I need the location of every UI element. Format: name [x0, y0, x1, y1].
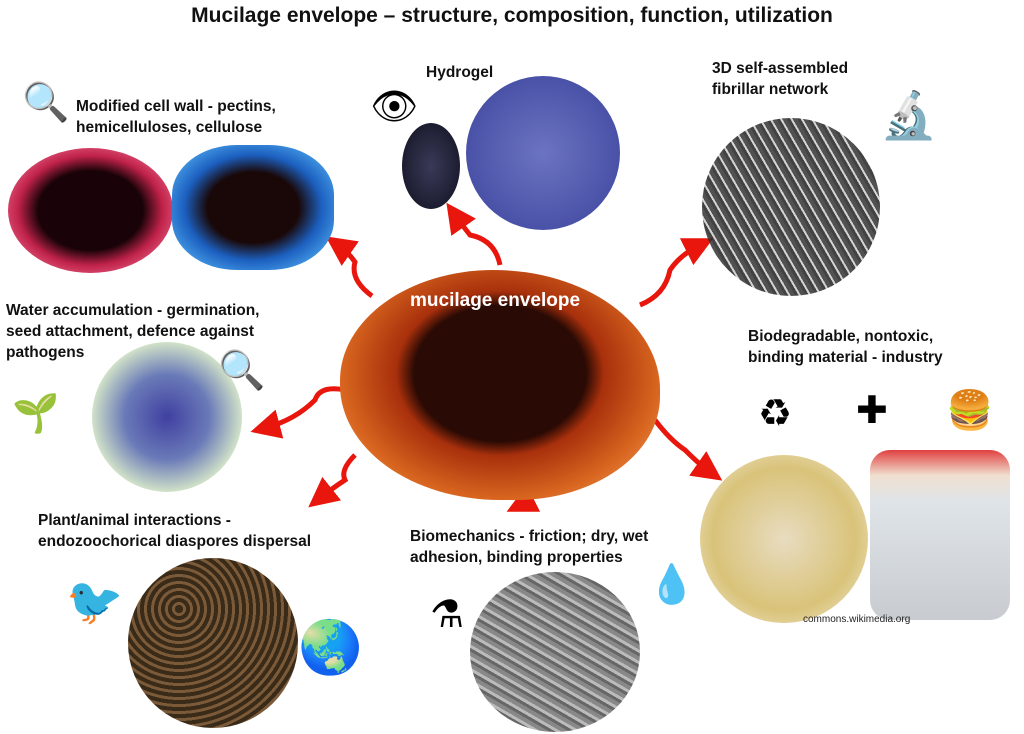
arrow-hydrogel	[446, 202, 503, 266]
pills-image	[700, 455, 868, 623]
label-hydrogel: Hydrogel	[426, 64, 494, 81]
seeds-image	[128, 558, 298, 728]
dropper-icon: 💧	[648, 564, 696, 606]
page-title: Mucilage envelope – structure, compositi…	[191, 4, 833, 27]
flask-icon: ⚗	[430, 594, 465, 636]
sem-surface-image	[470, 572, 640, 732]
seedling-icon: 🌱	[12, 393, 60, 435]
fast-food-icon: 🍔	[946, 390, 994, 432]
hydrogel-image	[466, 76, 620, 230]
label-plant-animal: Plant/animal interactions -endozoochoric…	[38, 512, 312, 550]
bird-icon: 🐦	[66, 575, 124, 627]
arrow-water	[250, 386, 346, 439]
seed-image	[340, 270, 660, 500]
cell-wall-blue-image	[172, 145, 334, 270]
medical-cross-icon: ✚	[856, 390, 888, 432]
center-label: mucilage envelope	[410, 290, 581, 311]
arrow-cell-wall	[325, 236, 374, 299]
arrow-fibrillar	[639, 238, 714, 308]
eye-icon: 👁	[370, 86, 419, 128]
label-water: Water accumulation - germination,seed at…	[6, 302, 260, 361]
microscope-icon: 🔬	[880, 89, 938, 141]
cell-wall-red-image	[8, 148, 173, 273]
recycle-icon: ♻	[758, 393, 793, 435]
chia-pudding-image	[870, 450, 1010, 620]
globe-icon: 🌏	[298, 619, 363, 677]
label-biodegradable: Biodegradable, nontoxic,binding material…	[748, 328, 943, 366]
fibrillar-network-image	[702, 118, 880, 296]
magnifier-bug-icon: 🔍	[218, 350, 266, 392]
label-cell-wall: Modified cell wall - pectins,hemicellulo…	[76, 98, 276, 136]
magnifier-plus-icon: 🔍	[22, 82, 70, 124]
credit-text: commons.wikimedia.org	[803, 614, 911, 625]
arrow-industry	[653, 418, 723, 481]
arrow-plant-animal	[308, 453, 357, 508]
germination-image	[92, 342, 242, 492]
dry-seed-image	[402, 123, 460, 209]
